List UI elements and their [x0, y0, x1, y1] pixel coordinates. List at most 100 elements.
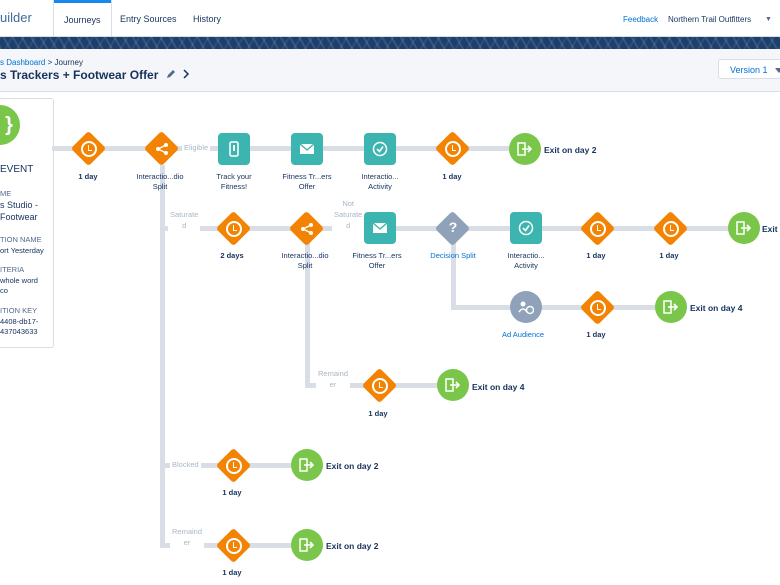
path-label-blocked: Blocked: [170, 459, 201, 470]
exit-label: Exit on day 2: [544, 145, 597, 155]
mobile-icon: [229, 141, 239, 157]
journey-title-text: s Trackers + Footwear Offer: [0, 68, 159, 82]
split-label: Interactio...dio Split: [136, 172, 184, 191]
version-dropdown[interactable]: Version 1: [718, 59, 780, 79]
app-name: uilder: [0, 10, 32, 25]
clock-icon: [445, 141, 461, 157]
path-label-eligible: Eligible: [182, 142, 211, 153]
decorative-banner: [0, 37, 780, 49]
exit-icon: [445, 378, 461, 392]
exit-icon: [517, 142, 533, 156]
braces-icon: }: [5, 114, 13, 136]
breadcrumb-dashboard-link[interactable]: s Dashboard: [0, 58, 46, 67]
wait-label: 1 day: [586, 251, 606, 260]
top-navigation: uilder Journeys Entry Sources History Fe…: [0, 0, 780, 37]
exit-icon: [663, 300, 679, 314]
exit-activity[interactable]: [291, 529, 323, 561]
path-label-remainder: Remaind er: [170, 526, 205, 548]
email-label: Fitness Tr...ers Offer: [352, 251, 402, 270]
clock-icon: [226, 538, 242, 554]
sms-label: Track your Fitness!: [216, 172, 252, 191]
event-name-value-2: Footwear: [0, 212, 38, 222]
update-activity[interactable]: [510, 212, 542, 244]
chevron-down-icon: [775, 68, 780, 73]
event-definition-key-label: ITION KEY: [0, 306, 38, 315]
question-icon: ?: [448, 219, 458, 235]
wait-label: 1 day: [222, 488, 242, 497]
event-criteria-label: ITERIA: [0, 265, 25, 274]
event-title: EVENT: [0, 164, 34, 175]
clock-icon: [226, 221, 242, 237]
split-label: Interactio...dio Split: [281, 251, 329, 270]
event-criteria-value-1: whole word: [0, 276, 38, 285]
wait-label: 1 day: [222, 568, 242, 577]
exit-activity[interactable]: [509, 133, 541, 165]
event-definition-key-value-1: 4408-db17-: [0, 317, 39, 326]
event-name-label: ME: [0, 189, 12, 198]
clock-icon: [590, 221, 606, 237]
pencil-icon[interactable]: [166, 69, 176, 79]
wait-label: 1 day: [368, 409, 388, 418]
activity-label: Interactio... Activity: [361, 172, 399, 191]
wait-label: 1 day: [442, 172, 462, 181]
activity-label: Interactio... Activity: [507, 251, 545, 270]
breadcrumb: s Dashboard > Journey: [0, 58, 83, 67]
event-definition-key-value-2: 437043633: [0, 327, 38, 336]
email-activity[interactable]: [364, 212, 396, 244]
clock-icon: [372, 378, 388, 394]
exit-icon: [299, 458, 315, 472]
email-activity[interactable]: [291, 133, 323, 165]
tab-journeys[interactable]: Journeys: [54, 0, 111, 36]
sms-activity[interactable]: [218, 133, 250, 165]
exit-icon: [736, 221, 752, 235]
exit-activity[interactable]: [291, 449, 323, 481]
entry-event-icon[interactable]: }: [0, 105, 20, 145]
email-label: Fitness Tr...ers Offer: [282, 172, 332, 191]
path-label-not-saturated: Not Saturate d: [332, 198, 365, 231]
clock-icon: [81, 141, 97, 157]
journey-title: s Trackers + Footwear Offer: [0, 68, 190, 82]
wait-label: 2 days: [220, 251, 244, 260]
connector-line: [451, 243, 456, 307]
event-definition-label: TION NAME: [0, 235, 42, 244]
exit-label: Exit on day 4: [472, 382, 525, 392]
event-criteria-value-2: co: [0, 286, 8, 295]
journey-header: s Dashboard > Journey s Trackers + Footw…: [0, 49, 780, 92]
exit-label: Exit on day 2: [326, 541, 379, 551]
event-name-value-1: s Studio -: [0, 200, 39, 210]
breadcrumb-current: Journey: [54, 58, 83, 67]
exit-activity[interactable]: [655, 291, 687, 323]
exit-label: Exit on day 2: [326, 461, 379, 471]
exit-activity[interactable]: [437, 369, 469, 401]
connector-line: [451, 305, 671, 310]
event-definition-value: ort Yesterday: [0, 246, 44, 255]
decision-split-label[interactable]: Decision Split: [430, 251, 476, 260]
update-activity[interactable]: [364, 133, 396, 165]
ad-audience-activity[interactable]: [510, 291, 542, 323]
connector-line: [305, 243, 310, 385]
split-icon: [156, 143, 168, 155]
clock-icon: [226, 458, 242, 474]
wait-label: 1 day: [78, 172, 98, 181]
exit-activity[interactable]: [728, 212, 760, 244]
org-switcher[interactable]: Northern Trail Outfitters: [668, 15, 752, 24]
connector-line: [160, 165, 165, 547]
version-label: Version 1: [730, 65, 768, 75]
tab-entry-sources[interactable]: Entry Sources: [120, 14, 177, 24]
exit-label: Exit: [762, 224, 778, 234]
chevron-right-icon[interactable]: [182, 69, 190, 79]
exit-label: Exit on day 4: [690, 303, 743, 313]
wait-label: 1 day: [659, 251, 679, 260]
breadcrumb-separator: >: [47, 58, 53, 67]
clock-icon: [663, 221, 679, 237]
clock-icon: [590, 300, 606, 316]
envelope-icon: [299, 143, 315, 154]
exit-icon: [299, 538, 315, 552]
ad-audience-label[interactable]: Ad Audience: [501, 330, 545, 339]
feedback-link[interactable]: Feedback: [623, 15, 659, 24]
chevron-down-icon[interactable]: ▼: [765, 16, 772, 23]
ad-audience-icon: [518, 301, 535, 315]
check-circle-icon: [518, 220, 534, 236]
tab-history[interactable]: History: [193, 14, 222, 24]
split-icon: [301, 223, 313, 235]
